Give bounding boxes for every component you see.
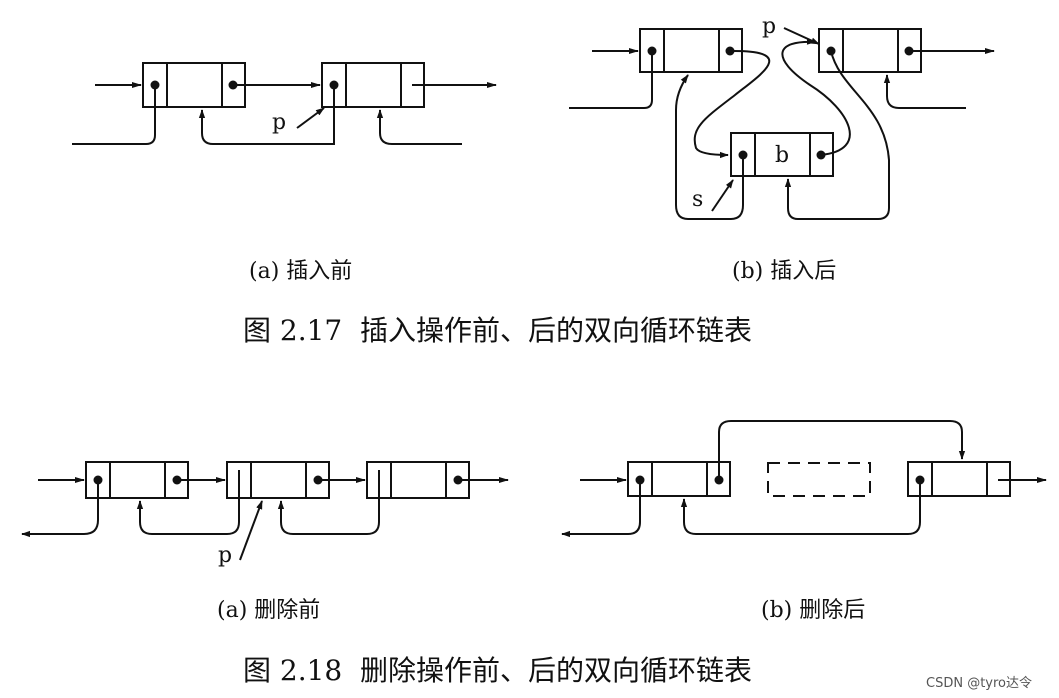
insert-after-diagram	[569, 27, 995, 220]
caption-delete-after: (b) 删除后	[761, 598, 865, 623]
figure-title-2-18: 图 2.18 删除操作前、后的双向循环链表	[243, 654, 752, 687]
watermark: CSDN @tyro达令	[926, 676, 1032, 691]
pointer-p-label: p	[272, 110, 286, 135]
new-node-box	[730, 132, 834, 177]
delete-before-diagram	[21, 461, 509, 561]
new-node-data: b	[775, 143, 789, 168]
figure-title-2-17: 图 2.17 插入操作前、后的双向循环链表	[243, 314, 752, 347]
insert-before-diagram	[72, 62, 497, 145]
node-box	[627, 461, 731, 497]
caption-delete-before: (a) 删除前	[217, 598, 320, 623]
caption-insert-after: (b) 插入后	[732, 259, 836, 284]
caption-insert-before: (a) 插入前	[249, 259, 352, 284]
delete-after-diagram	[561, 420, 1047, 538]
deleted-node-placeholder	[767, 462, 871, 497]
pointer-p-label: p	[218, 543, 232, 568]
pointer-s-label: s	[692, 187, 703, 212]
pointer-p-label: p	[762, 14, 776, 39]
